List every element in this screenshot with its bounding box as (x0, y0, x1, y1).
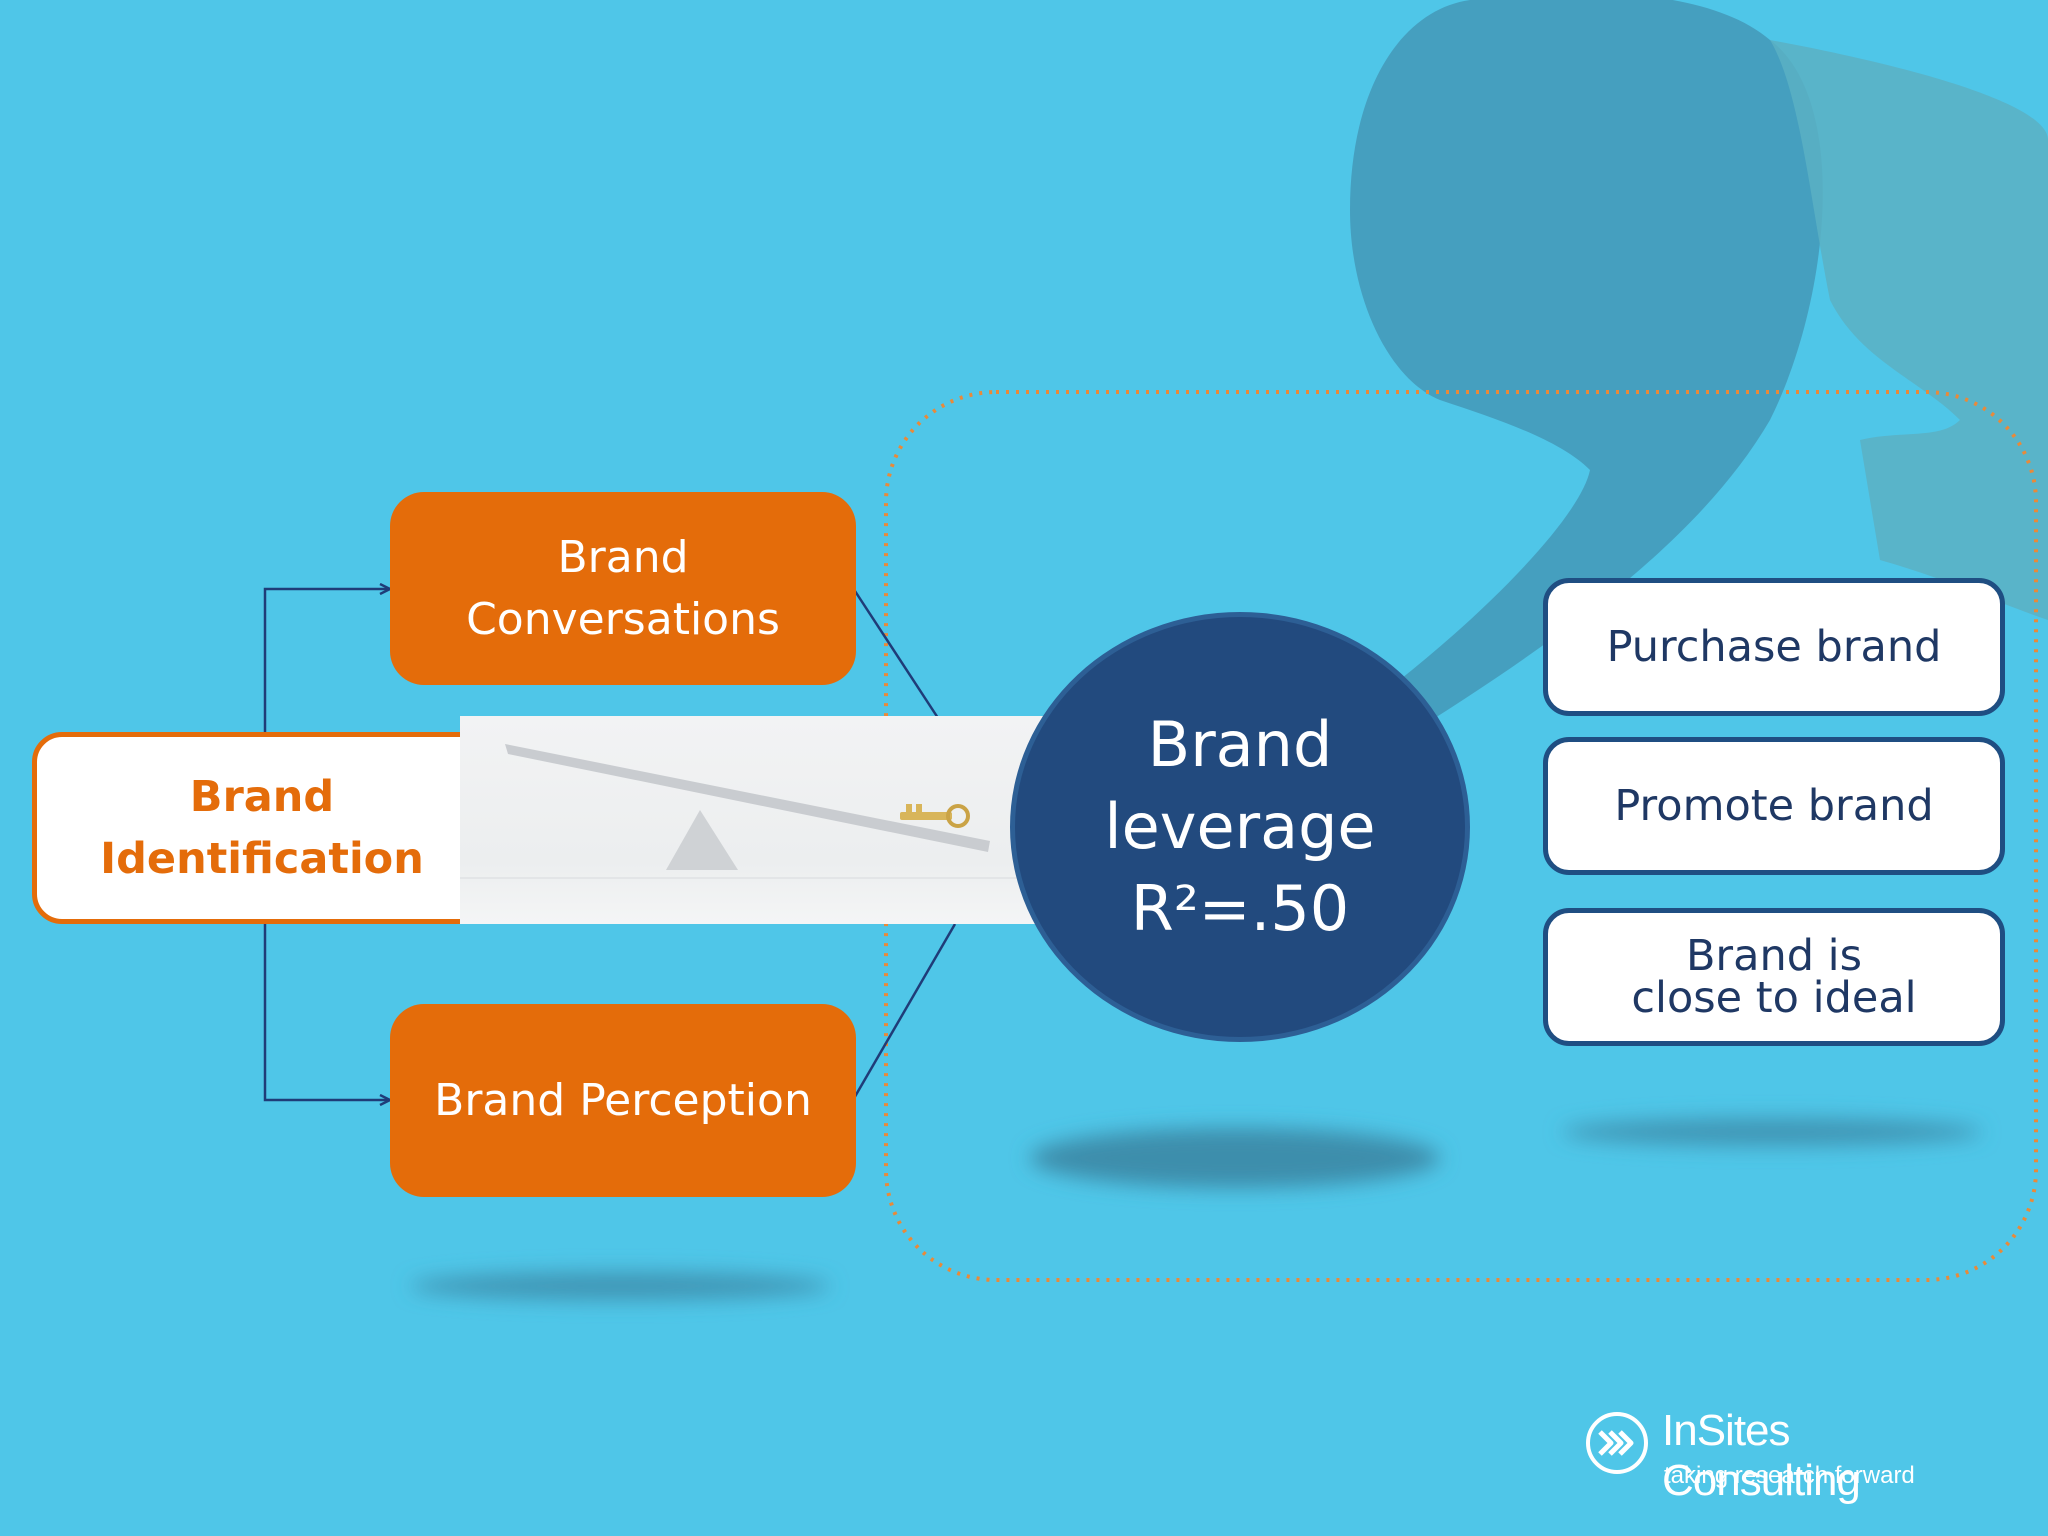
brand-conversations-label: Brand Conversations (466, 531, 780, 645)
perception-shadow (410, 1272, 830, 1300)
brand-identification-box: Brand Identification (32, 732, 492, 924)
company-name: InSites Consulting (1662, 1406, 1861, 1505)
seesaw-image (460, 716, 1058, 924)
seesaw-plank (505, 744, 990, 852)
brand-identification-label: Brand Identification (100, 772, 424, 884)
brand-perception-label: Brand Perception (434, 1074, 812, 1126)
outcome-promote-box: Promote brand (1543, 737, 2005, 875)
brand-conversations-box: Brand Conversations (390, 492, 856, 685)
company-tagline: taking research forward (1664, 1462, 1915, 1489)
brand-leverage-circle: Brand leverage R²=.50 (1010, 612, 1470, 1042)
quote-mark-decoration (1350, 0, 2048, 740)
company-logo: InSites Consulting taking research forwa… (1584, 1406, 1994, 1505)
line-conversations-to-leverage (851, 587, 940, 719)
arrow-to-conversations (263, 589, 390, 735)
outcomes-shadow (1562, 1118, 1982, 1146)
line-perception-to-leverage (851, 923, 957, 1101)
seesaw-drawing (460, 744, 1058, 879)
arrow-to-perception (263, 922, 390, 1100)
outcome-purchase-box: Purchase brand (1543, 578, 2005, 716)
outcome-ideal-label: Brand is close to ideal (1631, 931, 1917, 1023)
insites-logo-icon (1586, 1412, 1648, 1474)
brand-perception-box: Brand Perception (390, 1004, 856, 1197)
fulcrum-triangle (666, 810, 738, 870)
outcome-promote-label: Promote brand (1614, 781, 1934, 831)
outcome-ideal-box: Brand is close to ideal (1543, 908, 2005, 1046)
brand-leverage-label: Brand leverage R²=.50 (1104, 708, 1376, 945)
key-icon (900, 804, 970, 828)
outcome-purchase-label: Purchase brand (1606, 622, 1942, 672)
circle-shadow (1030, 1128, 1440, 1188)
